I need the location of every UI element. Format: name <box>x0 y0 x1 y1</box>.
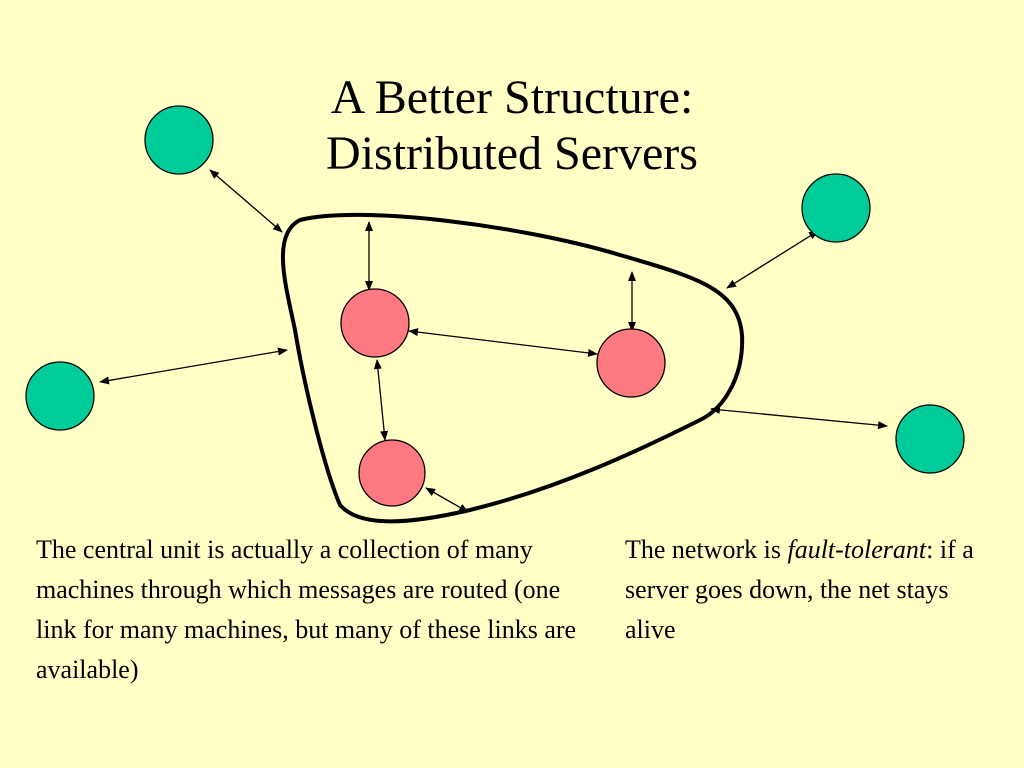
client-node-right <box>895 404 965 474</box>
link-client-top-left <box>209 169 283 233</box>
server-node-3 <box>358 439 426 507</box>
link-client-right <box>710 405 888 430</box>
link-server-1-server-3 <box>373 359 389 441</box>
server-node-1 <box>340 288 410 358</box>
caption-right-suffix: : if a server goes down, the net stays a… <box>625 535 974 644</box>
caption-right-emphasis: fault-tolerant <box>787 535 927 564</box>
link-client-top-right <box>726 230 819 289</box>
caption-right-prefix: The network is <box>625 535 788 564</box>
client-nodes <box>25 105 965 474</box>
title-line-1: A Better Structure: <box>330 71 694 124</box>
client-node-left <box>25 361 95 431</box>
server-cluster-boundary <box>280 212 745 524</box>
network-links <box>99 169 888 513</box>
caption-fault-tolerant: The network is fault-tolerant: if a serv… <box>625 530 1005 650</box>
server-nodes <box>340 288 666 507</box>
client-node-top-left <box>144 105 214 175</box>
caption-central-unit: The central unit is actually a collectio… <box>36 535 577 684</box>
title-line-2: Distributed Servers <box>326 127 698 180</box>
slide-title: A Better Structure: Distributed Servers <box>212 70 812 182</box>
link-server-3-boundary <box>425 487 469 513</box>
client-node-top-right <box>801 173 871 243</box>
link-client-left <box>99 347 288 385</box>
server-node-2 <box>596 328 666 398</box>
link-server-1-server-2 <box>408 328 598 357</box>
